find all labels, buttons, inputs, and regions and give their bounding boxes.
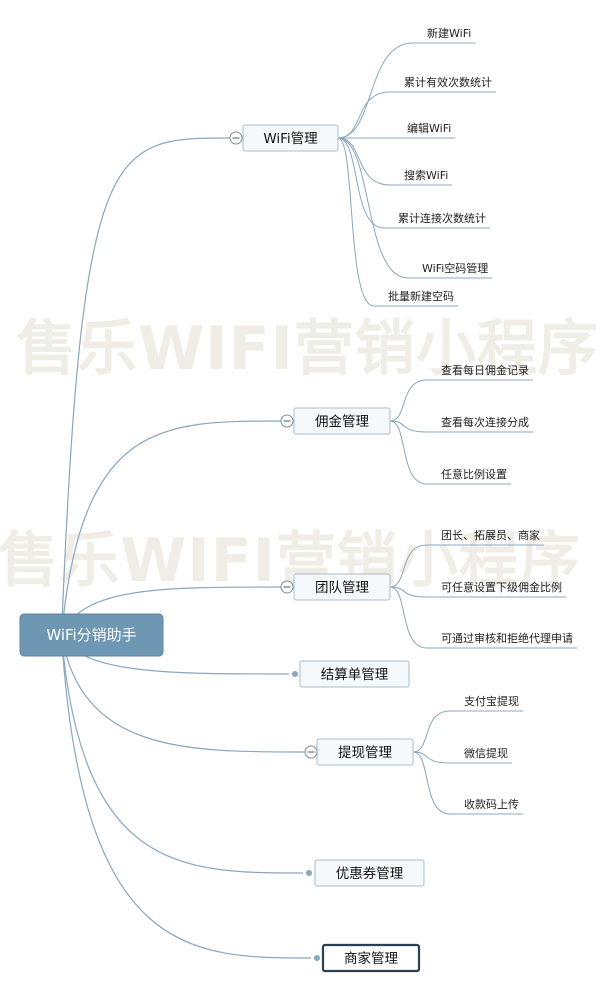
branch-node-label: 提现管理	[338, 745, 392, 761]
leaf-node-commission-0[interactable]: 查看每日佣金记录	[441, 363, 529, 377]
leaf-connector	[337, 137, 458, 307]
collapse-icon[interactable]	[229, 131, 243, 145]
leaf-node-label: 编辑WiFi	[407, 121, 451, 135]
leaf-node-label: 可任意设置下级佣金比例	[441, 580, 562, 594]
dot-icon	[314, 955, 320, 961]
branch-node-label: 商家管理	[344, 950, 398, 967]
leaf-connector	[337, 91, 496, 139]
leaf-node-withdraw-0[interactable]: 支付宝提现	[464, 694, 519, 708]
leaf-connector	[337, 137, 493, 279]
leaf-node-label: 搜索WiFi	[404, 168, 448, 182]
leaf-node-label: 批量新建空码	[388, 289, 454, 303]
leaf-connector	[389, 420, 511, 485]
dot-icon	[306, 870, 312, 876]
branch-node-box	[321, 943, 421, 973]
leaf-node-wifi-5[interactable]: WiFi空码管理	[422, 261, 488, 275]
branch-connector	[60, 420, 282, 636]
leaf-connector	[389, 586, 577, 649]
leaf-connector	[389, 544, 544, 588]
dot-icon	[292, 671, 298, 677]
leaf-node-label: 支付宝提现	[464, 694, 519, 708]
leaf-node-label: 可通过审核和拒绝代理申请	[441, 631, 573, 645]
leaf-node-wifi-0[interactable]: 新建WiFi	[427, 26, 471, 40]
branch-node-box	[293, 407, 391, 435]
leaf-node-commission-1[interactable]: 查看每次连接分成	[441, 415, 529, 429]
leaf-node-label: 查看每日佣金记录	[441, 363, 529, 377]
leaf-node-team-1[interactable]: 可任意设置下级佣金比例	[441, 580, 562, 594]
leaf-node-label: 新建WiFi	[427, 26, 471, 40]
leaf-node-withdraw-1[interactable]: 微信提现	[464, 746, 508, 760]
leaf-node-withdraw-2[interactable]: 收款码上传	[464, 797, 519, 811]
leaf-node-wifi-3[interactable]: 搜索WiFi	[404, 168, 448, 182]
leaf-node-label: 收款码上传	[464, 797, 519, 811]
leaf-node-label: 累计连接次数统计	[398, 211, 486, 225]
root-node-box	[19, 613, 164, 657]
collapse-icon[interactable]	[280, 580, 294, 594]
branch-connector	[60, 634, 312, 959]
branch-node-box	[314, 859, 425, 887]
leaf-connector	[337, 137, 453, 186]
branch-node-label: 团队管理	[315, 580, 369, 596]
leaf-node-label: 微信提现	[464, 746, 508, 760]
leaf-connector	[412, 751, 523, 815]
leaf-connector	[389, 586, 566, 598]
leaf-node-label: 查看每次连接分成	[441, 415, 529, 429]
leaf-node-wifi-2[interactable]: 编辑WiFi	[407, 121, 451, 135]
leaf-node-label: 任意比例设置	[441, 467, 507, 481]
branch-node-box	[299, 660, 410, 688]
leaf-node-label: 累计有效次数统计	[404, 75, 492, 89]
root-node[interactable]: WiFi分销助手	[19, 613, 164, 657]
leaf-connector	[389, 420, 533, 433]
branch-node-merchant[interactable]: 商家管理	[321, 943, 421, 973]
branch-node-box	[293, 573, 391, 601]
branch-node-settlement[interactable]: 结算单管理	[299, 660, 410, 688]
leaf-node-commission-2[interactable]: 任意比例设置	[441, 467, 507, 481]
branch-node-label: 佣金管理	[315, 414, 369, 430]
branch-node-coupon[interactable]: 优惠券管理	[314, 859, 425, 887]
branch-node-box	[242, 124, 339, 152]
leaf-connector	[412, 710, 523, 753]
branch-connector	[60, 634, 304, 874]
leaf-connector	[337, 137, 490, 229]
leaf-connector	[389, 379, 533, 422]
collapse-icon[interactable]	[304, 745, 318, 759]
collapse-icon[interactable]	[280, 414, 294, 428]
root-node-label: WiFi分销助手	[46, 626, 136, 644]
branch-node-label: 结算单管理	[321, 667, 389, 683]
leaf-node-label: WiFi空码管理	[422, 261, 488, 275]
branch-connector	[60, 137, 231, 636]
branch-node-team[interactable]: 团队管理	[293, 573, 391, 601]
leaf-node-team-0[interactable]: 团长、拓展员、商家	[441, 528, 540, 542]
branch-node-commission[interactable]: 佣金管理	[293, 407, 391, 435]
branch-node-label: 优惠券管理	[336, 866, 404, 882]
leaf-connector	[412, 751, 512, 764]
leaf-node-wifi-6[interactable]: 批量新建空码	[388, 289, 454, 303]
leaf-node-team-2[interactable]: 可通过审核和拒绝代理申请	[441, 631, 573, 645]
connector-lines	[60, 42, 577, 959]
branch-node-wifi[interactable]: WiFi管理	[242, 124, 339, 152]
leaf-node-wifi-4[interactable]: 累计连接次数统计	[398, 211, 486, 225]
branch-node-label: WiFi管理	[263, 131, 318, 147]
branch-connector	[60, 634, 306, 753]
leaf-node-wifi-1[interactable]: 累计有效次数统计	[404, 75, 492, 89]
branch-node-withdraw[interactable]: 提现管理	[316, 738, 414, 766]
leaf-node-label: 团长、拓展员、商家	[441, 528, 540, 542]
